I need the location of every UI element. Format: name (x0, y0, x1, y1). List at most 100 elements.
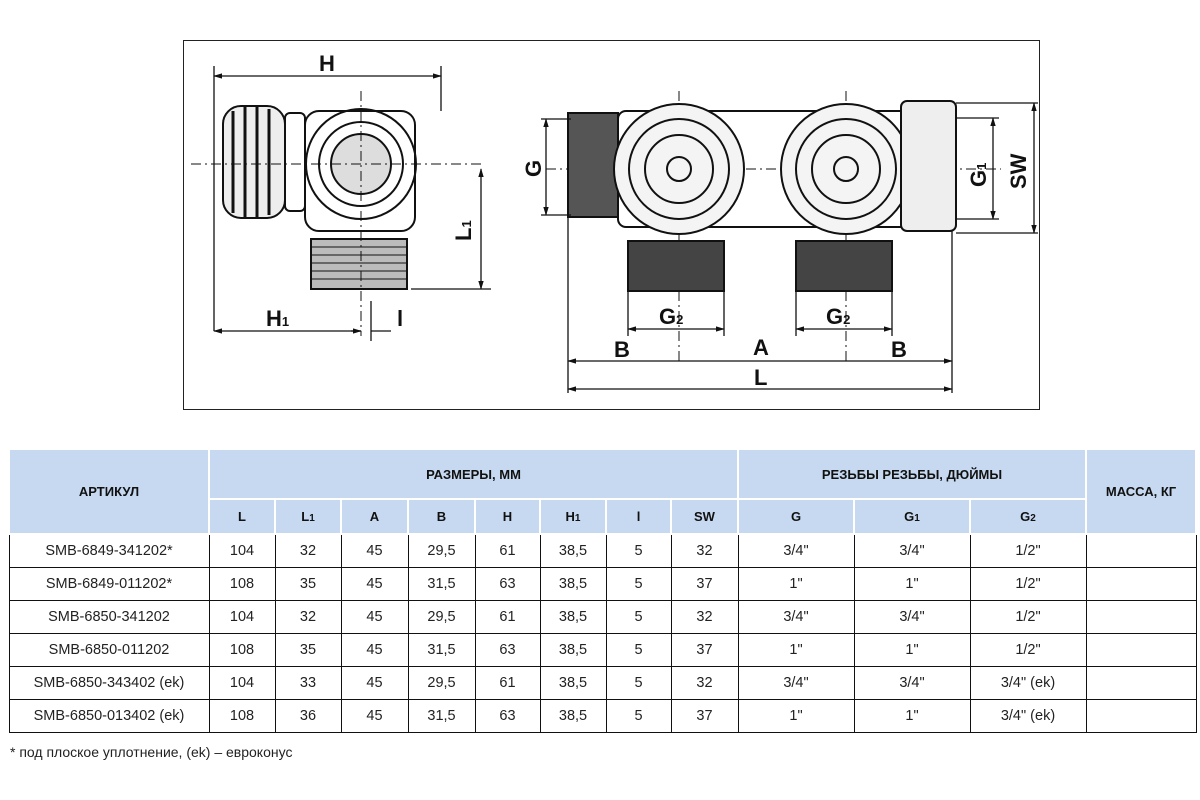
article-cell: SMB-6850-343402 (ek) (8, 666, 210, 700)
table-cell (1085, 633, 1197, 667)
table-cell: 108 (208, 699, 276, 733)
header-dimensions: РАЗМЕРЫ, ММ (208, 448, 739, 500)
table-cell: 104 (208, 666, 276, 700)
table-cell: 35 (274, 567, 342, 601)
table-cell: 3/4" (ek) (969, 666, 1087, 700)
table-cell: 3/4" (737, 533, 855, 568)
table-cell (1085, 699, 1197, 733)
dim-label-L1: L1 (451, 220, 476, 241)
table-cell: 38,5 (539, 567, 607, 601)
article-cell: SMB-6850-011202 (8, 633, 210, 667)
table-cell: 1/2" (969, 633, 1087, 667)
front-view (567, 100, 957, 292)
column-header-g1: G1 (853, 498, 971, 535)
table-cell: 32 (670, 600, 739, 634)
table-cell: 63 (474, 633, 541, 667)
table-cell: 38,5 (539, 666, 607, 700)
article-cell: SMB-6849-011202* (8, 567, 210, 601)
table-cell: 1" (853, 567, 971, 601)
table-cell: 5 (605, 600, 672, 634)
table-cell: 3/4" (853, 666, 971, 700)
article-cell: SMB-6850-341202 (8, 600, 210, 634)
table-cell: 3/4" (ek) (969, 699, 1087, 733)
table-cell: 31,5 (407, 567, 476, 601)
table-cell: 1" (737, 699, 855, 733)
table-cell: 38,5 (539, 533, 607, 568)
specs-table: АРТИКУЛ РАЗМЕРЫ, ММ РЕЗЬБЫ РЕЗЬБЫ, ДЮЙМЫ… (8, 448, 1197, 733)
valve-drawing: H L1 H1 l G G1 SW G2 G2 B A B L (191, 51, 1038, 393)
table-cell: 1" (737, 567, 855, 601)
table-cell: 1/2" (969, 600, 1087, 634)
column-header-l1: L1 (274, 498, 342, 535)
table-cell: 1/2" (969, 533, 1087, 568)
header-mass: МАССА, КГ (1085, 448, 1197, 535)
table-cell: 37 (670, 633, 739, 667)
table-cell: 38,5 (539, 633, 607, 667)
table-cell: 45 (340, 633, 409, 667)
table-cell: 3/4" (737, 600, 855, 634)
column-header-h: H (474, 498, 541, 535)
column-header-l: l (605, 498, 672, 535)
technical-drawing: H L1 H1 l G G1 SW G2 G2 B A B L (183, 40, 1040, 410)
table-cell: 1" (853, 633, 971, 667)
table-cell: 61 (474, 666, 541, 700)
table-cell: 5 (605, 633, 672, 667)
table-cell: 33 (274, 666, 342, 700)
table-cell: 38,5 (539, 600, 607, 634)
table-cell: 104 (208, 533, 276, 568)
table-cell: 1/2" (969, 567, 1087, 601)
dim-label-G1: G1 (966, 163, 991, 187)
header-article: АРТИКУЛ (8, 448, 210, 535)
table-cell: 37 (670, 699, 739, 733)
table-cell (1085, 666, 1197, 700)
table-cell: 35 (274, 633, 342, 667)
footnote: * под плоское уплотнение, (ek) – еврокон… (10, 744, 293, 760)
table-cell: 32 (670, 533, 739, 568)
dim-label-G: G (521, 160, 546, 177)
table-cell: 5 (605, 666, 672, 700)
table-cell: 37 (670, 567, 739, 601)
column-header-g: G (737, 498, 855, 535)
table-cell: 104 (208, 600, 276, 634)
table-cell: 29,5 (407, 600, 476, 634)
column-header-a: A (340, 498, 409, 535)
table-cell: 32 (274, 600, 342, 634)
table-cell: 45 (340, 600, 409, 634)
dim-label-H1: H1 (266, 306, 289, 331)
table-cell: 29,5 (407, 666, 476, 700)
dim-label-SW: SW (1006, 153, 1031, 189)
table-cell: 45 (340, 699, 409, 733)
table-cell: 29,5 (407, 533, 476, 568)
column-header-h1: H1 (539, 498, 607, 535)
table-cell: 61 (474, 600, 541, 634)
table-cell: 36 (274, 699, 342, 733)
table-cell: 32 (670, 666, 739, 700)
table-cell: 31,5 (407, 699, 476, 733)
table-cell: 108 (208, 633, 276, 667)
side-view (222, 105, 417, 290)
table-cell: 45 (340, 567, 409, 601)
header-threads: РЕЗЬБЫ РЕЗЬБЫ, ДЮЙМЫ (737, 448, 1087, 500)
table-cell: 3/4" (853, 600, 971, 634)
table-cell (1085, 567, 1197, 601)
table-cell: 3/4" (853, 533, 971, 568)
table-cell: 5 (605, 567, 672, 601)
table-cell: 63 (474, 567, 541, 601)
article-cell: SMB-6850-013402 (ek) (8, 699, 210, 733)
dim-label-L: L (754, 365, 767, 390)
dim-label-G2-left: G2 (659, 304, 683, 329)
table-cell: 32 (274, 533, 342, 568)
column-header-g2: G2 (969, 498, 1087, 535)
table-cell: 38,5 (539, 699, 607, 733)
table-cell: 31,5 (407, 633, 476, 667)
table-cell (1085, 600, 1197, 634)
table-cell: 1" (853, 699, 971, 733)
table-cell: 5 (605, 533, 672, 568)
column-header-l: L (208, 498, 276, 535)
dim-label-B-right: B (891, 337, 907, 362)
